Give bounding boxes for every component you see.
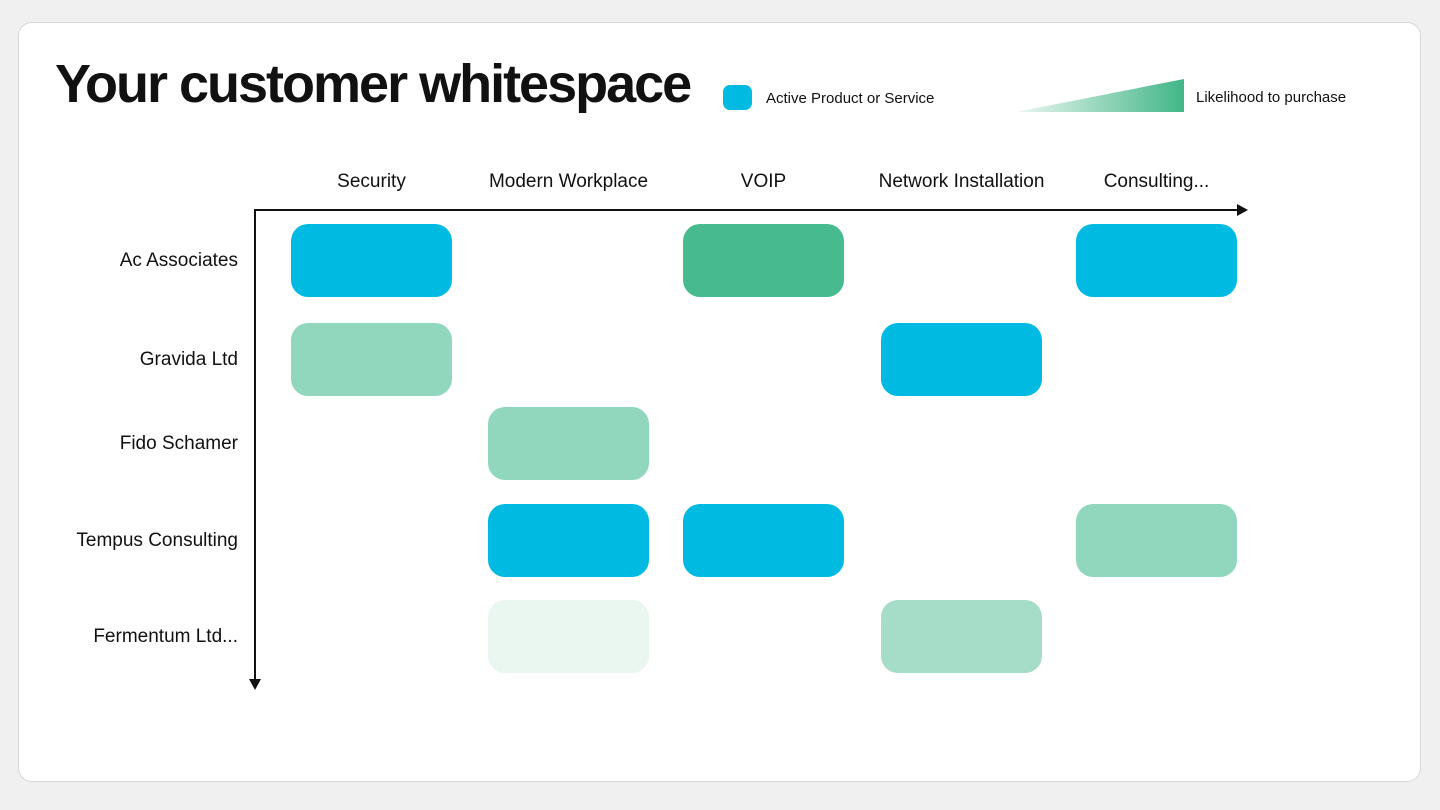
whitespace-chart-card: Your customer whitespace Active Product … (18, 22, 1421, 782)
column-header-modern-workplace: Modern Workplace (488, 171, 649, 192)
row-label-fido-schamer: Fido Schamer (119, 432, 238, 454)
matrix-cell-tempus-consulting-modern-workplace[interactable] (488, 504, 649, 577)
likelihood-gradient-icon (1016, 79, 1184, 112)
row-label-gravida-ltd: Gravida Ltd (139, 348, 238, 370)
column-header-voip: VOIP (740, 171, 787, 192)
matrix-cell-ac-associates-consulting[interactable] (1076, 224, 1237, 297)
chart-title: Your customer whitespace (55, 54, 692, 114)
matrix-cell-gravida-ltd-security[interactable] (291, 323, 452, 396)
matrix-cell-ac-associates-voip[interactable] (683, 224, 844, 297)
matrix-cell-fermentum-ltd-modern-workplace[interactable] (488, 600, 649, 673)
x-axis-arrow-icon (1237, 204, 1248, 216)
row-label-fermentum-ltd: Fermentum Ltd... (93, 625, 238, 647)
matrix-cell-fido-schamer-modern-workplace[interactable] (488, 407, 649, 480)
y-axis-line (254, 209, 256, 683)
column-header-consulting: Consulting... (1103, 171, 1210, 192)
x-axis-line (254, 209, 1238, 211)
row-label-ac-associates: Ac Associates (119, 249, 238, 271)
y-axis-arrow-icon (249, 679, 261, 690)
matrix-cell-gravida-ltd-network-installation[interactable] (881, 323, 1042, 396)
column-header-network-installation: Network Installation (878, 171, 1045, 192)
active-product-label: Active Product or Service (766, 90, 935, 107)
matrix-cell-tempus-consulting-consulting[interactable] (1076, 504, 1237, 577)
likelihood-label: Likelihood to purchase (1196, 89, 1347, 106)
row-label-tempus-consulting: Tempus Consulting (76, 529, 238, 551)
matrix-cell-fermentum-ltd-network-installation[interactable] (881, 600, 1042, 673)
active-product-swatch-icon (723, 85, 752, 110)
matrix-cell-ac-associates-security[interactable] (291, 224, 452, 297)
matrix-cell-tempus-consulting-voip[interactable] (683, 504, 844, 577)
column-header-security: Security (337, 171, 406, 192)
